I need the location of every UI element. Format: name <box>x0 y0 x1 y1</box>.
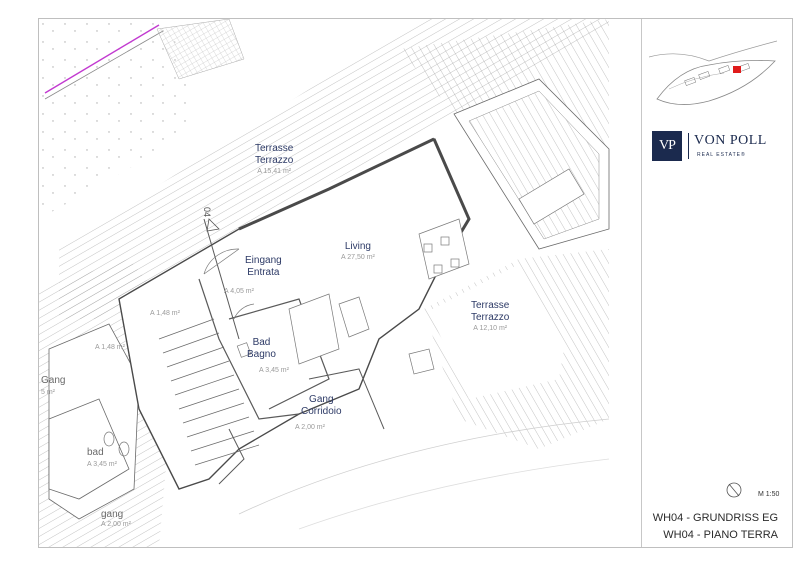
label-terrace-east: Terrasse Terrazzo A 12,10 m² <box>471 300 509 333</box>
entrance-door <box>203 248 240 275</box>
paving-patch <box>156 19 245 80</box>
room-name: bad <box>87 447 104 458</box>
area-neighbor-gang: 5 m² <box>41 389 55 396</box>
label-entrance: Eingang Entrata <box>245 255 282 279</box>
brand-tagline: REAL ESTATE® <box>697 152 746 158</box>
label-corridor: Gang Corridoio <box>301 394 342 418</box>
area-stair: A 1,48 m² <box>150 310 180 317</box>
room-name: Gang <box>309 394 334 405</box>
living-furniture <box>288 218 470 375</box>
area-entrance: A 4,05 m² <box>224 288 254 295</box>
room-name-it: Terrazzo <box>471 312 510 323</box>
label-neighbor-corridor: gang <box>101 509 123 521</box>
scale-circle-icon <box>726 482 742 498</box>
room-name-it: Corridoio <box>301 406 342 417</box>
area-neighbor-corridor: A 2,00 m² <box>101 521 131 528</box>
room-name: Living <box>344 241 371 252</box>
panel-divider <box>641 19 642 547</box>
logo-separator <box>688 133 689 159</box>
property-line <box>44 24 160 94</box>
label-neighbor-gang: Gang <box>41 375 65 387</box>
plan-title-it: WH04 - PIANO TERRA <box>663 529 778 541</box>
area-neighbor-bath: A 3,45 m² <box>87 461 117 468</box>
brand-logo: VP VON POLL REAL ESTATE® <box>652 131 792 163</box>
brand-name: VON POLL <box>694 133 767 148</box>
logo-mark: VP <box>652 131 682 161</box>
stair-arrow-icon <box>218 428 245 485</box>
room-area: A 27,50 m² <box>341 254 375 261</box>
room-name: Eingang <box>245 255 282 266</box>
floor-plan-sheet: Terrasse Terrazzo A 15,41 m² Eingang Ent… <box>38 18 793 548</box>
room-name: Terrasse <box>471 300 510 311</box>
label-living: Living A 27,50 m² <box>341 241 375 262</box>
room-name: Terrasse <box>255 143 294 154</box>
unit-number: 04 <box>202 206 213 218</box>
locator-map <box>649 40 777 105</box>
scale-label: M 1:50 <box>758 491 780 498</box>
label-bath: Bad Bagno <box>247 337 276 361</box>
floor-plan-drawing <box>39 19 610 547</box>
garden-area <box>39 19 199 219</box>
staircase <box>158 318 260 466</box>
room-name-it: Bagno <box>247 349 276 360</box>
room-area: A 12,10 m² <box>473 325 508 332</box>
room-name: gang <box>101 509 124 520</box>
area-corridor: A 2,00 m² <box>295 424 325 431</box>
room-name: Bad <box>252 337 271 348</box>
locator-highlight-icon <box>733 66 741 73</box>
plan-title-de: WH04 - GRUNDRISS EG <box>652 512 778 524</box>
label-neighbor-bath: bad <box>87 447 104 459</box>
label-terrace-north: Terrasse Terrazzo A 15,41 m² <box>255 143 293 176</box>
room-name-it: Terrazzo <box>255 155 294 166</box>
area-neighbor-stair: A 1,48 m² <box>95 344 125 351</box>
north-arrow-icon <box>206 218 220 232</box>
area-bath: A 3,45 m² <box>259 367 289 374</box>
room-name-it: Entrata <box>247 267 280 278</box>
room-area: A 15,41 m² <box>257 168 292 175</box>
room-name: Gang <box>41 375 66 386</box>
